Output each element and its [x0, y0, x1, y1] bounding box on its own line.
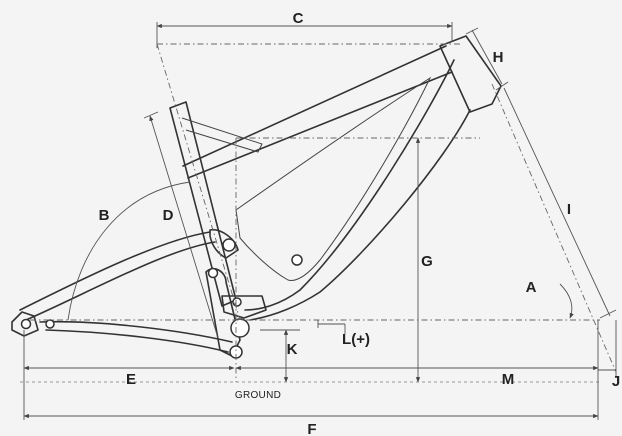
- down-tube-outer: [244, 59, 455, 311]
- label-i: I: [567, 201, 571, 218]
- bottom-bracket-shell: [221, 295, 267, 319]
- label-c: C: [293, 10, 304, 27]
- label-f: F: [307, 421, 316, 436]
- frame-drawing: [11, 35, 502, 359]
- dim-i-line: [503, 87, 611, 317]
- dimension-lines: [20, 22, 617, 420]
- dim-b-arc: [67, 181, 191, 321]
- label-l: L(+): [342, 331, 370, 348]
- rear-dropout: [11, 311, 39, 337]
- dim-h-tick-bottom: [495, 81, 509, 91]
- dim-d-tick: [143, 111, 159, 119]
- seat-stay-upper: [19, 231, 211, 311]
- head-tube: [439, 35, 502, 113]
- dim-a-arc: [559, 283, 574, 319]
- upper-link-pivot: [207, 267, 219, 279]
- rocker-pivot: [222, 238, 236, 252]
- lower-link: [205, 267, 241, 357]
- label-a: A: [526, 279, 537, 296]
- top-tube-lower: [187, 71, 453, 179]
- head-tube-axis: [491, 83, 617, 373]
- rear-axle: [20, 318, 32, 330]
- label-ground: GROUND: [235, 390, 281, 401]
- down-tube-inner: [249, 109, 471, 321]
- label-k: K: [287, 341, 298, 358]
- dim-d-line: [149, 115, 219, 339]
- top-tube-upper: [182, 45, 447, 167]
- label-e: E: [126, 371, 136, 388]
- label-g: G: [421, 253, 433, 270]
- dim-h-tick-top: [465, 27, 479, 35]
- seat-tube-axis: [156, 43, 241, 321]
- rear-pivot: [45, 319, 55, 329]
- dimension-labels: C H I A J B D G K L(+) E M F GROUND: [99, 10, 621, 436]
- chain-stay-upper: [39, 320, 233, 343]
- front-triangle-inner: [235, 76, 432, 281]
- shock-mount-pivot: [291, 254, 303, 266]
- seat-stay-lower: [25, 241, 216, 321]
- chain-stay-lower: [45, 329, 229, 353]
- label-h: H: [493, 49, 504, 66]
- bottom-bracket: [230, 318, 250, 338]
- dim-i-tick: [599, 309, 617, 319]
- label-d: D: [163, 207, 174, 224]
- label-j: J: [612, 373, 620, 390]
- label-m: M: [502, 371, 515, 388]
- label-b: B: [99, 207, 110, 224]
- seat-brace: [181, 117, 263, 153]
- dim-h-line: [471, 29, 503, 85]
